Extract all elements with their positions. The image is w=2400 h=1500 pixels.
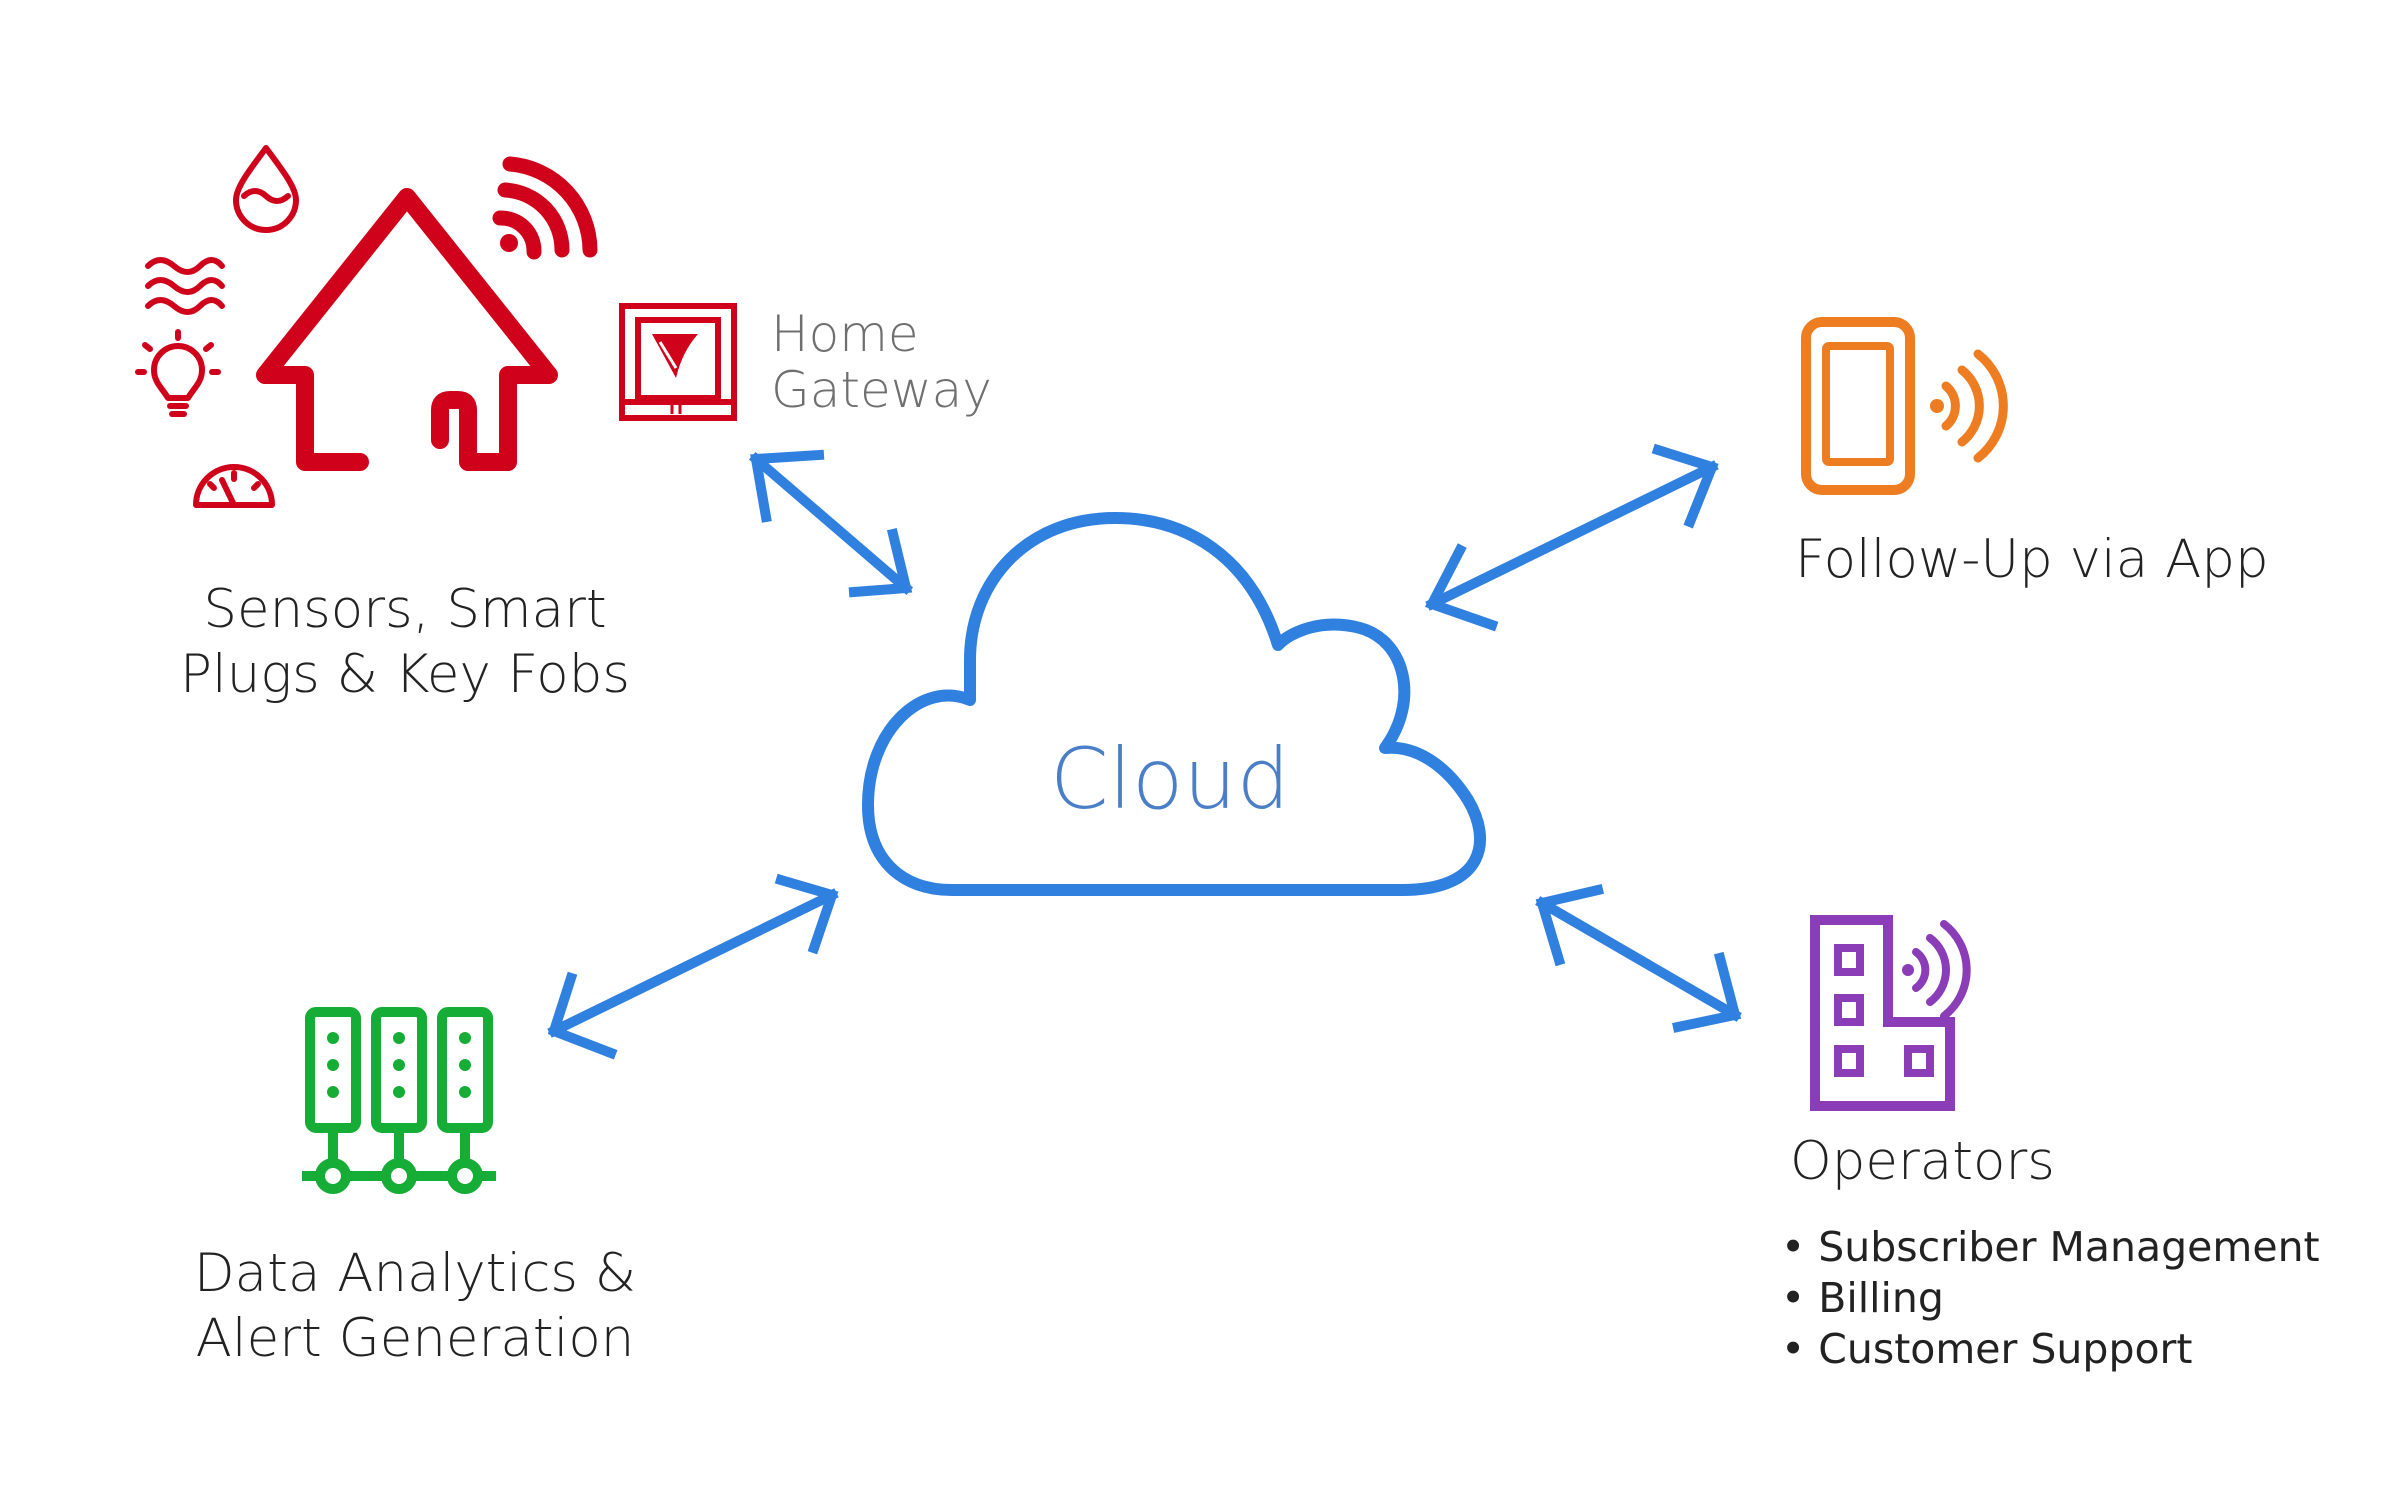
smartphone-signal-icon bbox=[1801, 317, 2008, 495]
app-label: Follow-Up via App bbox=[1795, 529, 2269, 590]
arrow-cloud-operators bbox=[1535, 883, 1742, 1033]
cloud-shape bbox=[862, 512, 1486, 896]
sensors-label-line1: Sensors, Smart bbox=[203, 579, 607, 640]
operators-list-item: Subscriber Management bbox=[1781, 1222, 2319, 1273]
gateway-device-icon bbox=[619, 303, 737, 421]
operators-list-item: Customer Support bbox=[1781, 1324, 2320, 1375]
operators-label: Operators bbox=[1790, 1131, 2055, 1192]
analytics-label-line1: Data Analytics & bbox=[193, 1243, 637, 1304]
arrow-gateway-cloud bbox=[748, 449, 914, 598]
server-rack-icon bbox=[302, 1007, 496, 1194]
operators-list: Subscriber Management Billing Customer S… bbox=[1781, 1222, 2320, 1375]
sensors-label: Sensors, Smart Plugs & Key Fobs bbox=[170, 578, 640, 707]
cloud-label: Cloud bbox=[1050, 730, 1290, 828]
gateway-label-line1: Home bbox=[771, 305, 919, 363]
arrow-cloud-app bbox=[1424, 443, 1719, 632]
operators-list-item: Billing bbox=[1781, 1273, 2320, 1324]
light-bulb-icon bbox=[135, 329, 221, 417]
analytics-label-line2: Alert Generation bbox=[195, 1307, 635, 1369]
building-signal-icon bbox=[1810, 915, 1971, 1111]
water-drop-icon bbox=[233, 145, 299, 233]
wifi-signal-icon bbox=[492, 156, 598, 260]
house-icon bbox=[256, 188, 558, 471]
arrow-cloud-analytics bbox=[547, 873, 839, 1060]
heat-waves-icon bbox=[145, 257, 225, 315]
gateway-label-line2: Gateway bbox=[771, 361, 992, 419]
gauge-icon bbox=[193, 464, 275, 508]
gateway-label: Home Gateway bbox=[771, 306, 992, 418]
analytics-label: Data Analytics & Alert Generation bbox=[160, 1242, 670, 1371]
sensors-label-line2: Plugs & Key Fobs bbox=[180, 643, 630, 705]
